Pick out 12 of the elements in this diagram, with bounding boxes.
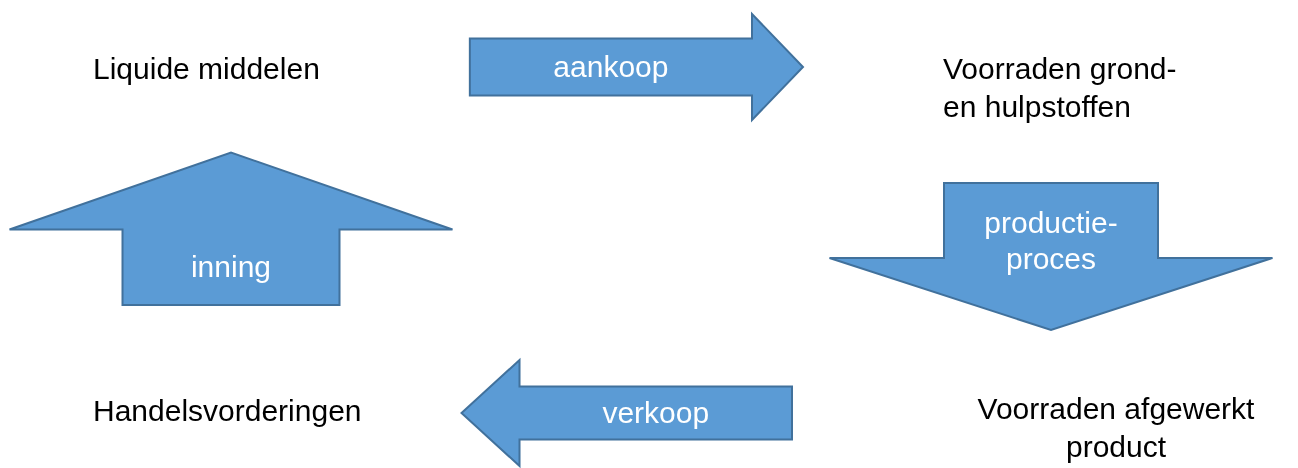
text-label: Handelsvorderingen (93, 392, 362, 430)
block-arrow (8, 151, 454, 306)
edge-label: aankoop (552, 49, 670, 85)
block-arrow (828, 182, 1274, 332)
text-label: Voorraden grond- en hulpstoffen (943, 50, 1213, 125)
block-arrow (468, 11, 805, 123)
edge-label: inning (189, 249, 273, 286)
text-label: Voorraden afgewerkt product (940, 390, 1292, 465)
block-arrow (460, 357, 793, 468)
edge-label: verkoop (601, 395, 711, 431)
edge-label: productie- proces (983, 204, 1119, 277)
text-label: Liquide middelen (93, 50, 320, 88)
